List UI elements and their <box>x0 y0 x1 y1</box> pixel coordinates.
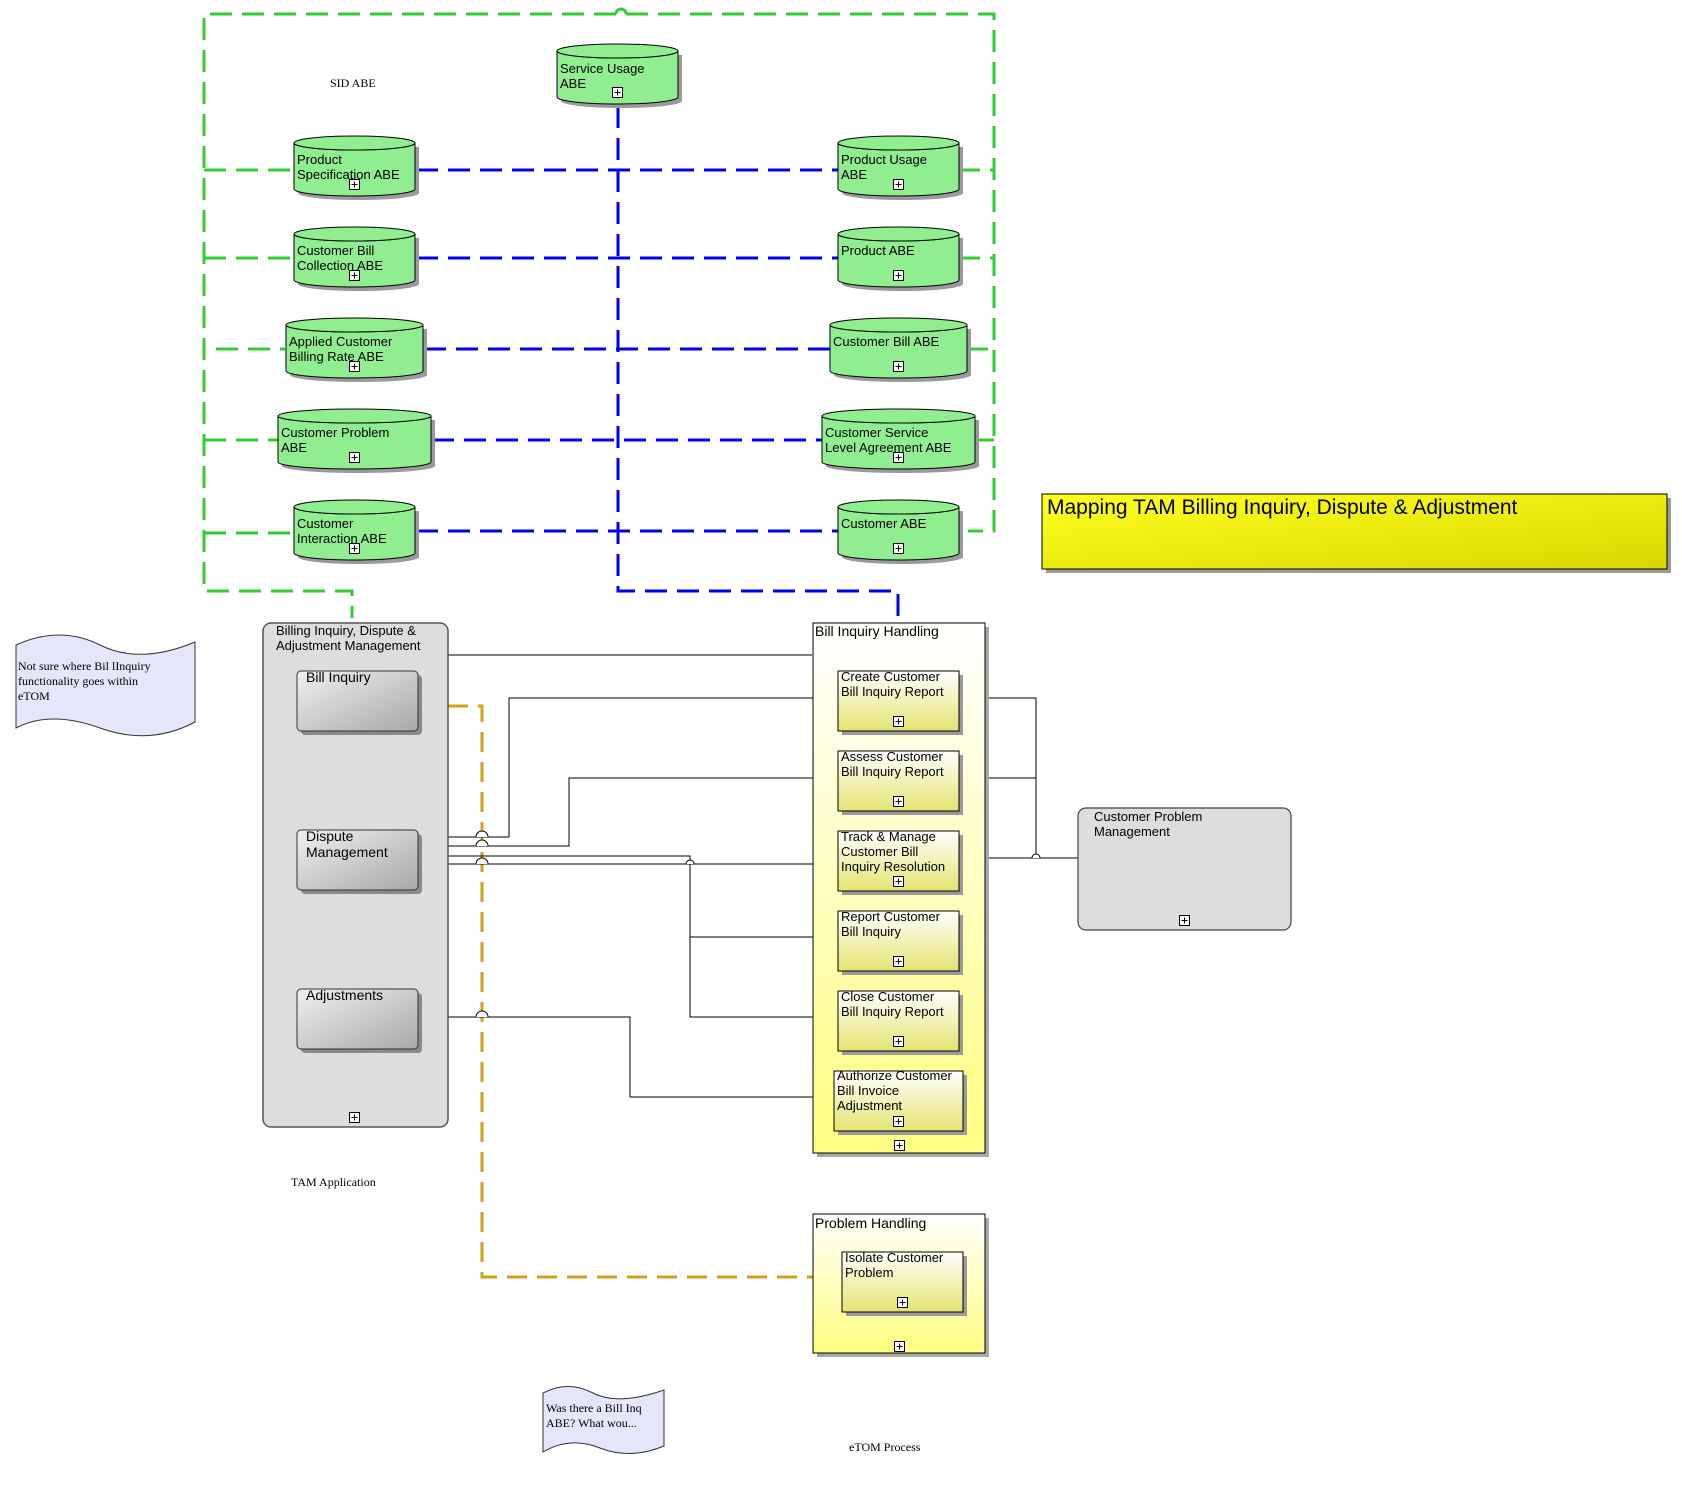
process-assess[interactable] <box>837 750 963 815</box>
abe-layer <box>277 43 979 565</box>
abe-product[interactable] <box>837 226 963 291</box>
application-label: Billing Inquiry, Dispute & Adjustment Ma… <box>276 623 421 653</box>
note-etom-text: Not sure where Bil lInquiry functionalit… <box>18 659 151 703</box>
process-layer <box>833 670 967 1316</box>
abe-product-specification-label: Product Specification ABE <box>297 152 400 182</box>
process-isolate-label: Isolate Customer Problem <box>845 1250 944 1280</box>
abe-customer-bill-label: Customer Bill ABE <box>833 334 940 349</box>
process-create-label: Create Customer Bill Inquiry Report <box>841 669 944 699</box>
process-report[interactable] <box>837 910 963 975</box>
process-assess-label: Assess Customer Bill Inquiry Report <box>841 749 944 779</box>
abe-applied-customer-billing-rate[interactable] <box>285 317 427 382</box>
component-bill-inquiry[interactable] <box>296 670 422 735</box>
problem-handling-label: Problem Handling <box>815 1215 927 1231</box>
abe-customer-label: Customer ABE <box>841 516 927 531</box>
process-isolate[interactable] <box>841 1251 967 1316</box>
abe-customer-problem[interactable] <box>277 408 435 474</box>
abe-applied-customer-billing-rate-label: Applied Customer Billing Rate ABE <box>289 334 393 364</box>
line-hops <box>475 830 1041 1018</box>
page-title: Mapping TAM Billing Inquiry, Dispute & A… <box>1047 496 1518 519</box>
abe-customer-interaction[interactable] <box>293 499 419 565</box>
bill-inquiry-handling-label: Bill Inquiry Handling <box>815 623 939 639</box>
process-authorize-label: Authorize Customer Bill Invoice Adjustme… <box>837 1068 952 1113</box>
sid-abe-section-label: SID ABE <box>330 76 376 90</box>
abe-product-usage-label: Product Usage ABE <box>841 152 927 182</box>
etom-process-section-label: eTOM Process <box>849 1440 921 1454</box>
component-dispute-management-label: Dispute Management <box>306 828 388 860</box>
note-abe[interactable] <box>542 1386 665 1455</box>
abe-product-specification[interactable] <box>293 135 419 201</box>
customer-problem-management-box[interactable] <box>1077 807 1292 931</box>
abe-customer-sla-label: Customer Service Level Agreement ABE <box>825 425 952 455</box>
process-create[interactable] <box>837 670 963 735</box>
abe-customer[interactable] <box>837 499 963 565</box>
note-abe-text: Was there a Bill Inq ABE? What wou... <box>546 1401 642 1430</box>
abe-customer-bill[interactable] <box>829 317 971 382</box>
abe-service-usage-label: Service Usage ABE <box>560 61 645 91</box>
line-hop <box>614 7 628 15</box>
abe-links <box>416 106 900 618</box>
abe-customer-interaction-label: Customer Interaction ABE <box>297 516 387 546</box>
component-layer <box>296 670 422 1053</box>
process-track[interactable] <box>837 830 963 895</box>
abe-customer-sla[interactable] <box>821 408 979 474</box>
component-adjustments[interactable] <box>296 988 422 1053</box>
component-adjustments-label: Adjustments <box>306 987 384 1003</box>
abe-customer-bill-collection-label: Customer Bill Collection ABE <box>297 243 383 273</box>
note-etom[interactable] <box>15 634 196 737</box>
process-authorize[interactable] <box>833 1070 967 1135</box>
process-track-label: Track & Manage Customer Bill Inquiry Res… <box>841 829 946 874</box>
diagram-title <box>1041 493 1671 573</box>
abe-product-usage[interactable] <box>837 135 963 201</box>
process-report-label: Report Customer Bill Inquiry <box>841 909 940 939</box>
process-close[interactable] <box>837 990 963 1055</box>
abe-service-usage[interactable] <box>556 43 682 108</box>
component-bill-inquiry-label: Bill Inquiry <box>306 669 371 685</box>
abe-product-label: Product ABE <box>841 243 915 258</box>
process-close-label: Close Customer Bill Inquiry Report <box>841 989 944 1019</box>
customer-problem-management-label: Customer Problem Management <box>1094 809 1203 839</box>
problem-handling-link <box>418 704 840 1279</box>
abe-customer-problem-label: Customer Problem ABE <box>281 425 390 455</box>
abe-customer-bill-collection[interactable] <box>293 226 419 291</box>
component-dispute-management[interactable] <box>296 829 422 894</box>
tam-application-section-label: TAM Application <box>291 1175 376 1189</box>
